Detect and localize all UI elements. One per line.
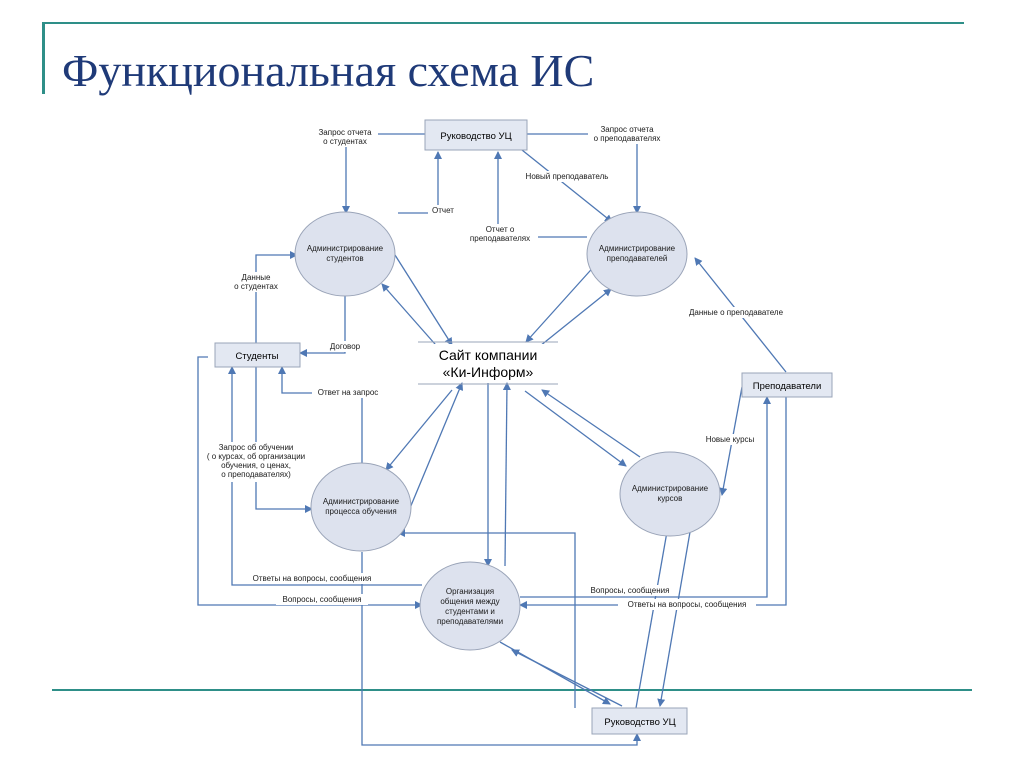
- svg-text:общения между: общения между: [440, 597, 499, 606]
- management-bottom-box: Руководство УЦ: [591, 707, 688, 735]
- process-admin-learning: Администрирование процесса обучения: [310, 462, 412, 552]
- process-admin-courses: Администрирование курсов: [619, 451, 721, 537]
- svg-text:о преподавателях): о преподавателях): [221, 470, 291, 479]
- flow-site-to-admin-learning: [385, 389, 453, 471]
- label-report-request-teachers: Запрос отчета о преподавателях: [588, 124, 666, 144]
- svg-text:Данные о преподавателе: Данные о преподавателе: [689, 308, 784, 317]
- svg-text:Отчет о: Отчет о: [486, 225, 515, 234]
- svg-text:Администрирование: Администрирование: [323, 497, 400, 506]
- label-answers-left: Ответы на вопросы, сообщения: [242, 573, 382, 584]
- svg-text:Вопросы, сообщения: Вопросы, сообщения: [591, 586, 670, 595]
- svg-text:обучения, о ценах,: обучения, о ценах,: [221, 461, 291, 470]
- svg-text:Отчет: Отчет: [432, 206, 454, 215]
- svg-text:преподавателях: преподавателях: [470, 234, 530, 243]
- flow-site-to-admin-courses: [524, 390, 627, 467]
- management-top-box: Руководство УЦ: [424, 119, 528, 151]
- svg-text:Договор: Договор: [330, 342, 361, 351]
- flow-communication-to-site: [502, 382, 511, 567]
- flow-management-to-communication: [511, 649, 623, 707]
- bottom-rule: [52, 689, 972, 691]
- label-new-courses: Новые курсы: [702, 434, 758, 445]
- flow-admin-students-to-site: [394, 254, 453, 346]
- flow-answers-from-teachers: [519, 397, 787, 609]
- label-teacher-data: Данные о преподавателе: [680, 307, 792, 318]
- label-report-teachers: Отчет о преподавателях: [462, 224, 538, 244]
- svg-text:Данные: Данные: [242, 273, 271, 282]
- svg-text:Преподаватели: Преподаватели: [753, 381, 822, 392]
- flow-admin-learning-to-site: [409, 382, 464, 509]
- label-report: Отчет: [428, 205, 458, 216]
- process-communication: Организация общения между студентами и п…: [419, 561, 521, 651]
- svg-text:( о курсах, об организации: ( о курсах, об организации: [207, 452, 305, 461]
- flow-courses-to-learning: [397, 529, 576, 708]
- svg-text:преподавателей: преподавателей: [607, 254, 668, 263]
- svg-text:студентами и: студентами и: [445, 607, 495, 616]
- flow-admin-teachers-to-site: [525, 261, 599, 343]
- svg-text:«Ки-Информ»: «Ки-Информ»: [443, 364, 534, 380]
- label-questions-left: Вопросы, сообщения: [276, 594, 368, 605]
- svg-text:студентов: студентов: [326, 254, 363, 263]
- flow-management-to-courses: [635, 525, 671, 709]
- svg-text:Ответы на вопросы, сообщения: Ответы на вопросы, сообщения: [253, 574, 372, 583]
- top-rule: [42, 22, 964, 24]
- slide-title: Функциональная схема ИС: [62, 45, 595, 96]
- svg-text:Администрирование: Администрирование: [307, 244, 384, 253]
- svg-text:о преподавателях: о преподавателях: [594, 134, 661, 143]
- flow-labels: Запрос отчета о студентах Запрос отчета …: [200, 124, 792, 610]
- svg-text:Новые курсы: Новые курсы: [706, 435, 755, 444]
- svg-text:курсов: курсов: [658, 494, 683, 503]
- svg-text:Администрирование: Администрирование: [599, 244, 676, 253]
- title-accent-bar: [42, 22, 45, 94]
- students-box: Студенты: [214, 342, 301, 368]
- svg-text:Ответы на вопросы, сообщения: Ответы на вопросы, сообщения: [628, 600, 747, 609]
- flow-learning-to-management: [361, 552, 641, 746]
- flow-site-to-admin-students: [381, 283, 443, 353]
- flow-report-students: [398, 151, 442, 214]
- process-admin-students: Администрирование студентов: [294, 211, 396, 297]
- process-admin-teachers: Администрирование преподавателей: [586, 211, 688, 297]
- flow-courses-to-management: [657, 531, 691, 707]
- svg-text:о студентах: о студентах: [323, 137, 367, 146]
- teachers-box: Преподаватели: [741, 372, 833, 398]
- label-report-request-students: Запрос отчета о студентах: [312, 127, 378, 147]
- svg-text:преподавателями: преподавателями: [437, 617, 503, 626]
- svg-text:Администрирование: Администрирование: [632, 484, 709, 493]
- flow-answers-to-students: [228, 366, 422, 586]
- label-contract: Договор: [325, 341, 365, 352]
- svg-text:Сайт компании: Сайт компании: [439, 347, 538, 363]
- flow-admin-courses-to-site: [541, 389, 641, 458]
- label-student-data: Данные о студентах: [226, 272, 286, 292]
- site-node: Сайт компании «Ки-Информ»: [418, 341, 558, 385]
- svg-text:Руководство УЦ: Руководство УЦ: [440, 131, 511, 142]
- svg-text:Ответ на запрос: Ответ на запрос: [318, 388, 379, 397]
- svg-text:Студенты: Студенты: [235, 351, 278, 362]
- svg-text:Запрос об обучении: Запрос об обучении: [219, 443, 294, 452]
- flow-communication-to-management: [499, 641, 611, 705]
- flow-contract: [299, 295, 346, 357]
- svg-text:процесса обучения: процесса обучения: [325, 507, 397, 516]
- label-answer: Ответ на запрос: [312, 387, 384, 398]
- label-new-teacher: Новый преподаватель: [518, 171, 616, 182]
- svg-text:Руководство УЦ: Руководство УЦ: [604, 717, 675, 728]
- svg-text:Организация: Организация: [446, 587, 494, 596]
- label-answers-right: Ответы на вопросы, сообщения: [618, 599, 756, 610]
- svg-text:Вопросы, сообщения: Вопросы, сообщения: [283, 595, 362, 604]
- label-questions-right: Вопросы, сообщения: [584, 585, 676, 596]
- flow-site-to-admin-teachers: [539, 288, 612, 347]
- svg-text:Запрос отчета: Запрос отчета: [600, 125, 654, 134]
- svg-text:о студентах: о студентах: [234, 282, 278, 291]
- svg-text:Новый преподаватель: Новый преподаватель: [526, 172, 609, 181]
- flow-training-request: [255, 367, 313, 513]
- flow-lines: [197, 133, 787, 746]
- flow-student-data: [255, 251, 298, 343]
- flow-new-teacher: [521, 149, 613, 223]
- flow-questions-to-teachers: [520, 396, 771, 598]
- svg-text:Запрос отчета: Запрос отчета: [318, 128, 372, 137]
- label-training-request: Запрос об обучении ( о курсах, об органи…: [200, 442, 305, 482]
